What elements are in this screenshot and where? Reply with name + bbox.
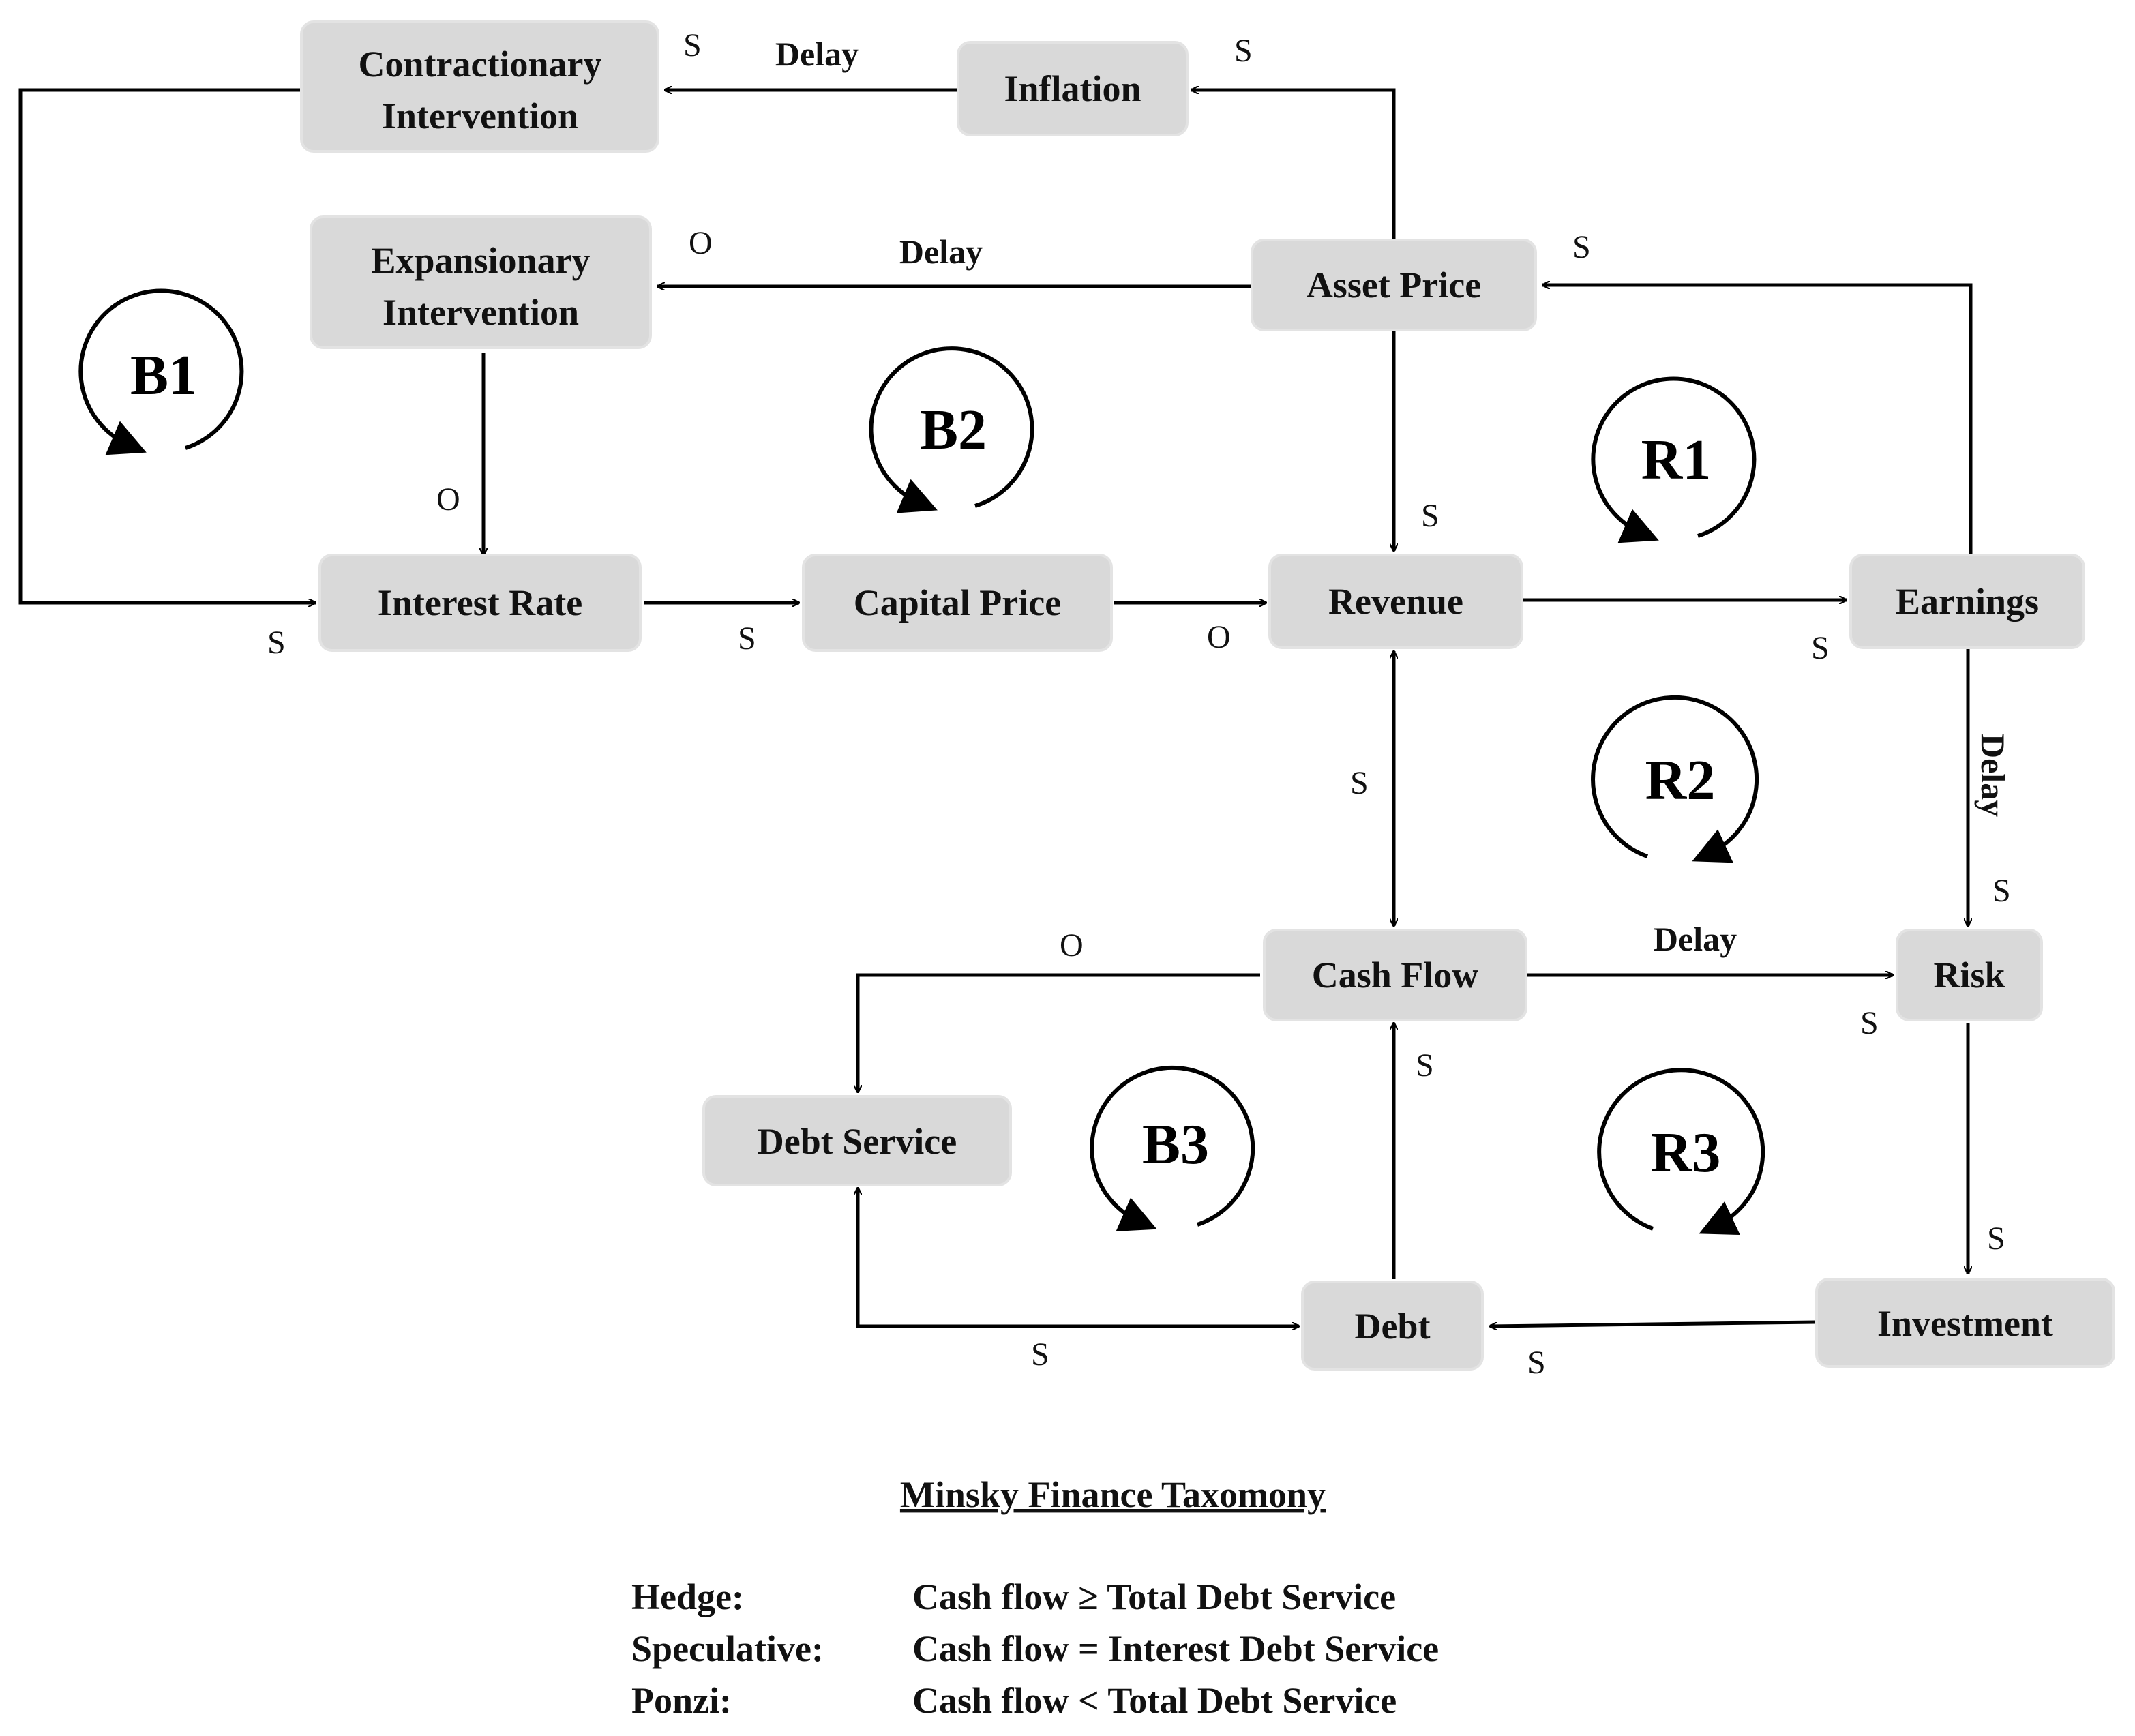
node-cash-flow: Cash Flow: [1263, 929, 1527, 1021]
node-debt-label: Debt: [1355, 1306, 1431, 1347]
edges: [18, 88, 1973, 1326]
node-expansionary-intervention: Expansionary Intervention: [310, 215, 652, 349]
delay-earnings-risk: Delay: [1974, 734, 2012, 817]
node-earnings-label: Earnings: [1896, 581, 2039, 622]
node-earnings: Earnings: [1849, 554, 2085, 649]
polarity-revenue-earnings: S: [1811, 630, 1830, 666]
legend: Minsky Finance Taxomony Hedge: Cash flow…: [631, 1474, 1439, 1721]
node-revenue-label: Revenue: [1328, 581, 1463, 622]
node-expansionary-line1: Expansionary: [371, 240, 590, 281]
polarity-risk-investment: S: [1987, 1221, 2005, 1257]
node-asset-price: Asset Price: [1251, 239, 1537, 331]
node-inflation-label: Inflation: [1004, 68, 1141, 109]
loop-r2: R2: [1591, 695, 1759, 863]
polarity-investment-debt: S: [1527, 1345, 1546, 1381]
polarity-capitalprice-revenue: O: [1207, 619, 1231, 655]
node-debt-service-label: Debt Service: [758, 1121, 957, 1162]
node-contractionary-line2: Intervention: [382, 95, 578, 136]
node-contractionary-intervention: Contractionary Intervention: [300, 20, 659, 153]
link-cashflow-debtservice: [858, 973, 1260, 1092]
node-investment: Investment: [1815, 1278, 2115, 1368]
polarity-assetprice-revenue: S: [1421, 498, 1439, 534]
loop-b1-label: B1: [130, 344, 197, 407]
node-interest-rate: Interest Rate: [318, 554, 642, 652]
legend-term-hedge: Hedge:: [631, 1576, 744, 1617]
loop-b2-label: B2: [920, 398, 987, 462]
link-investment-debt: [1490, 1320, 1817, 1326]
link-annotations: S Delay S O Delay S O S O S S S S S Dela…: [267, 27, 2012, 1381]
delay-assetprice-expansionary: Delay: [899, 233, 983, 271]
polarity-revenue-cashflow: S: [1350, 765, 1369, 801]
polarity-earnings-risk: S: [1992, 873, 2011, 909]
loop-r1-label: R1: [1641, 428, 1712, 492]
loop-r3-label: R3: [1651, 1121, 1721, 1184]
loop-r2-label: R2: [1645, 749, 1716, 812]
node-inflation: Inflation: [957, 41, 1189, 136]
node-capital-price-label: Capital Price: [854, 582, 1061, 623]
node-cash-flow-label: Cash Flow: [1312, 955, 1479, 996]
polarity-cashflow-debtservice: O: [1060, 927, 1084, 963]
legend-def-ponzi: Cash flow < Total Debt Service: [912, 1680, 1397, 1721]
node-investment-label: Investment: [1877, 1303, 2053, 1344]
node-asset-price-label: Asset Price: [1307, 265, 1481, 305]
node-revenue: Revenue: [1268, 554, 1523, 649]
delay-cashflow-risk: Delay: [1654, 920, 1737, 958]
polarity-debtservice-debt: S: [1031, 1336, 1049, 1373]
nodes: Contractionary Intervention Inflation Ex…: [300, 20, 2115, 1371]
polarity-debt-cashflow: S: [1416, 1047, 1434, 1083]
loop-b3: B3: [1090, 1065, 1255, 1231]
polarity-assetprice-inflation: S: [1234, 33, 1253, 69]
link-contractionary-interestrate: [18, 88, 316, 603]
legend-term-ponzi: Ponzi:: [631, 1680, 732, 1721]
node-capital-price: Capital Price: [802, 554, 1113, 652]
loop-r1: R1: [1591, 376, 1757, 543]
loop-r3: R3: [1597, 1068, 1765, 1235]
polarity-contractionary-interestrate: S: [267, 625, 286, 661]
polarity-interestrate-capitalprice: S: [738, 620, 756, 657]
polarity-earnings-assetprice: S: [1572, 229, 1591, 265]
node-contractionary-line1: Contractionary: [359, 44, 602, 85]
node-expansionary-line2: Intervention: [383, 292, 579, 333]
link-assetprice-inflation: [1191, 90, 1396, 242]
legend-term-speculative: Speculative:: [631, 1628, 824, 1669]
loop-b2: B2: [869, 346, 1034, 513]
loop-b3-label: B3: [1142, 1113, 1209, 1176]
node-interest-rate-label: Interest Rate: [378, 582, 582, 623]
legend-title: Minsky Finance Taxomony: [900, 1474, 1326, 1515]
link-earnings-assetprice: [1542, 285, 1973, 555]
node-debt: Debt: [1301, 1281, 1484, 1371]
polarity-expansionary-interestrate: O: [436, 481, 460, 518]
node-risk-label: Risk: [1933, 955, 2005, 996]
polarity-inflation-contractionary: S: [683, 27, 702, 63]
delay-inflation-contractionary: Delay: [775, 35, 859, 73]
legend-def-speculative: Cash flow = Interest Debt Service: [912, 1628, 1439, 1669]
polarity-cashflow-risk: S: [1860, 1005, 1879, 1041]
polarity-assetprice-expansionary: O: [689, 225, 713, 261]
legend-def-hedge: Cash flow ≥ Total Debt Service: [912, 1576, 1396, 1617]
loop-b1: B1: [78, 288, 244, 455]
node-risk: Risk: [1896, 929, 2043, 1021]
node-debt-service: Debt Service: [702, 1095, 1012, 1186]
link-debtservice-debt: [858, 1188, 1299, 1326]
loop-markers: B1 B2 R1 R2 B3 R3: [78, 288, 1765, 1235]
